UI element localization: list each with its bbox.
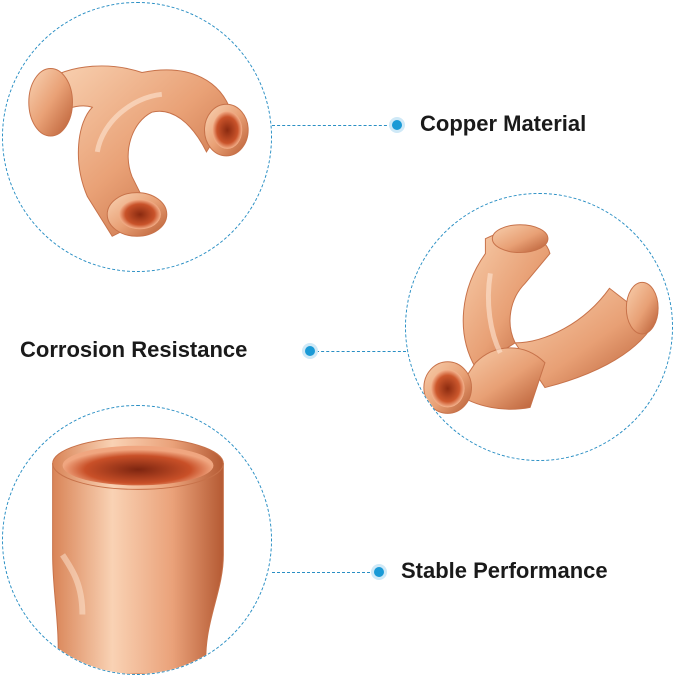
copper-fitting-image-2: [405, 193, 673, 461]
y-fitting-photo: [28, 65, 249, 237]
feature-label-stable-performance: Stable Performance: [401, 558, 608, 583]
copper-pipe-end-photo: [52, 437, 224, 674]
y-fitting-photo: [423, 224, 659, 414]
bullet-dot-1: [392, 120, 402, 130]
leader-line-3: [272, 572, 380, 573]
copper-fitting-image-3: [2, 405, 272, 675]
copper-fitting-image-1: [2, 2, 272, 272]
feature-label-copper-material: Copper Material: [420, 111, 587, 136]
leader-line-2: [316, 351, 406, 352]
bullet-dot-3: [374, 567, 384, 577]
bullet-dot-2: [305, 346, 315, 356]
leader-line-1: [272, 125, 392, 126]
feature-label-corrosion-resistance: Corrosion Resistance: [20, 337, 248, 362]
